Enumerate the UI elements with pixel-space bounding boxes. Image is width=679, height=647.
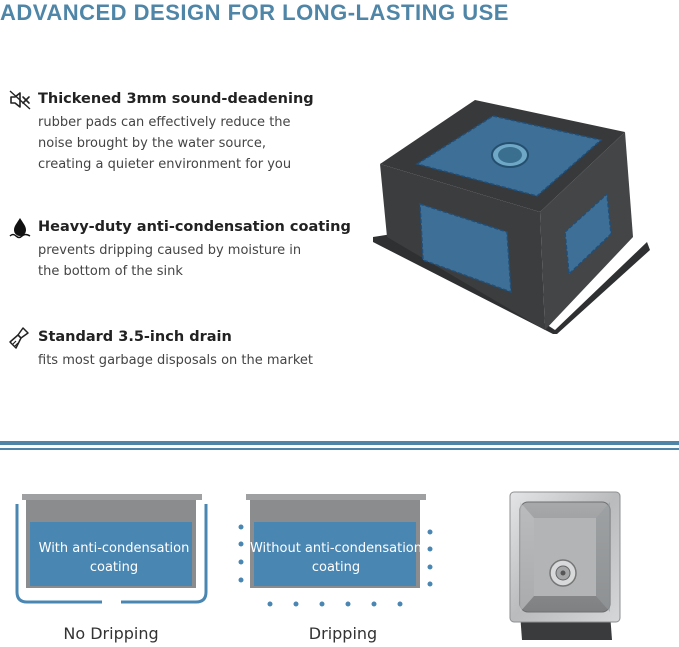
coating-label: With anti-condensation coating — [38, 541, 190, 575]
page-headline: ADVANCED DESIGN FOR LONG-LASTING USE — [0, 0, 509, 25]
comparison-panel-dripping: Without anti-condensation coating — [236, 492, 436, 612]
water-drop-icon — [9, 218, 31, 239]
feature-title: Thickened 3mm sound-deadening — [38, 91, 314, 107]
brush-icon — [9, 327, 29, 349]
stainless-sink-photo — [509, 491, 621, 640]
sink-pads-illustration — [373, 100, 650, 334]
feature-title: Standard 3.5-inch drain — [38, 329, 232, 345]
comparison-panel-no-dripping: With anti-condensation coating — [14, 492, 214, 612]
feature-title: Heavy-duty anti-condensation coating — [38, 219, 351, 235]
feature-description: fits most garbage disposals on the marke… — [38, 353, 313, 368]
section-divider — [0, 448, 679, 450]
dripping-label: Dripping — [308, 624, 378, 643]
sink-cross-section — [15, 494, 208, 604]
section-divider — [0, 441, 679, 445]
feature-description: prevents dripping caused by moisture in … — [38, 243, 302, 279]
coating-label: Without anti-condensation coating — [249, 541, 422, 575]
sink-cross-section — [238, 494, 433, 607]
feature-description: rubber pads can effectively reduce the n… — [38, 115, 292, 172]
speaker-mute-icon — [9, 90, 31, 110]
water-droplets — [238, 524, 433, 607]
no-dripping-label: No Dripping — [63, 624, 159, 643]
